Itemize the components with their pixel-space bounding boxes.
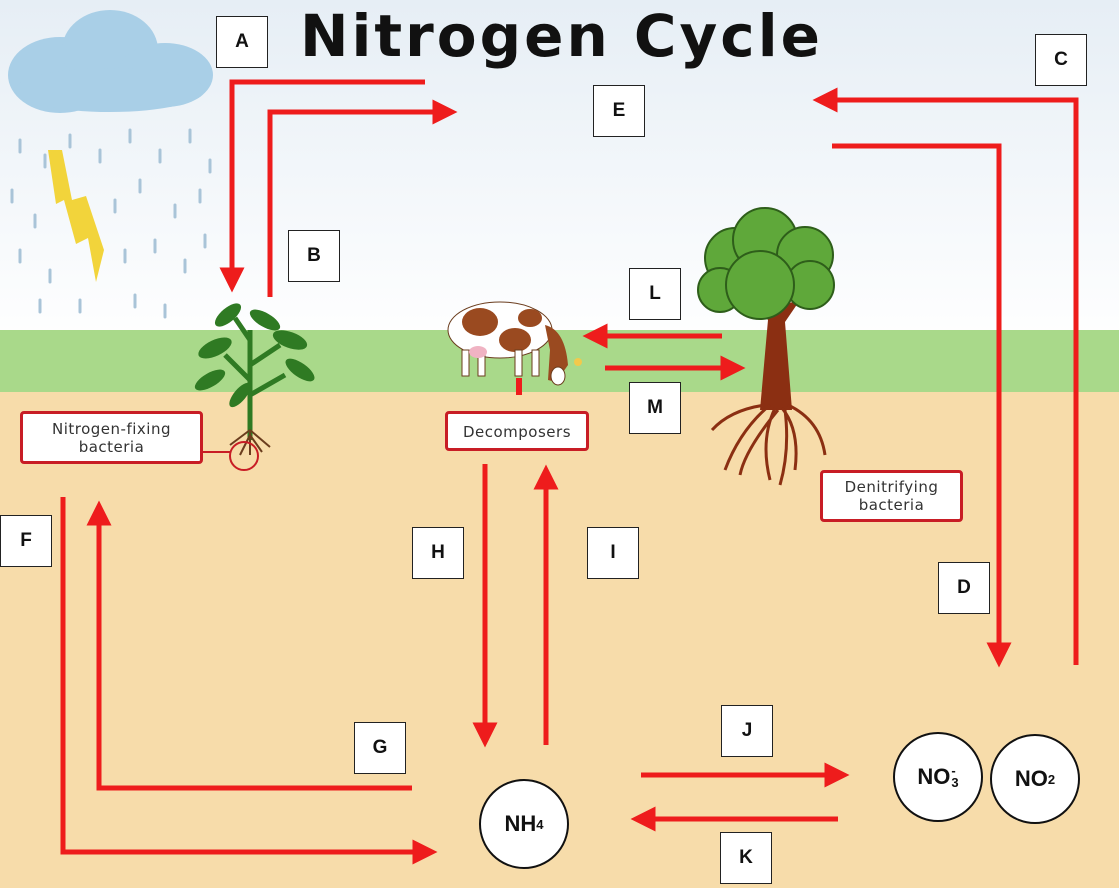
label-m: M xyxy=(629,382,681,434)
label-k: K xyxy=(720,832,772,884)
arrows xyxy=(60,79,1079,865)
lightning-icon xyxy=(48,150,104,282)
no2-base: NO xyxy=(1014,766,1048,791)
decomposers-tag: Decomposers xyxy=(445,411,589,451)
nitrogen-fixing-bacteria-tag: Nitrogen-fixing bacteria xyxy=(20,411,203,464)
no3-circle: NO-3 xyxy=(893,732,983,822)
label-e: E xyxy=(593,85,645,137)
label-a: A xyxy=(216,16,268,68)
label-b: B xyxy=(288,230,340,282)
cow-icon xyxy=(447,301,582,386)
plant-icon xyxy=(194,303,315,471)
rain-cloud-icon xyxy=(8,10,213,113)
arrow-c xyxy=(812,87,1079,665)
label-g: G xyxy=(354,722,406,774)
denitrifying-bacteria-tag: Denitrifying bacteria xyxy=(820,470,963,522)
label-h: H xyxy=(412,527,464,579)
label-l: L xyxy=(629,268,681,320)
rain-icon xyxy=(10,128,212,319)
diagram-title: Nitrogen Cycle xyxy=(300,2,823,70)
label-c: C xyxy=(1035,34,1087,86)
arrow-b xyxy=(267,99,458,297)
no3-subscript: 3 xyxy=(951,775,959,790)
no3-base: NO xyxy=(917,764,951,789)
nh4-base: NH xyxy=(504,811,537,836)
label-d: D xyxy=(938,562,990,614)
arrow-a xyxy=(219,79,425,293)
label-i: I xyxy=(587,527,639,579)
no2-subscript: 2 xyxy=(1047,771,1056,787)
arrow-f xyxy=(60,497,438,865)
no3-superscript: - xyxy=(951,763,956,778)
tree-icon xyxy=(697,207,835,486)
arrow-d xyxy=(832,143,1012,668)
label-j: J xyxy=(721,705,773,757)
nh4-subscript: 4 xyxy=(536,816,544,832)
label-f: F xyxy=(0,515,52,567)
arrow-g xyxy=(86,500,412,791)
